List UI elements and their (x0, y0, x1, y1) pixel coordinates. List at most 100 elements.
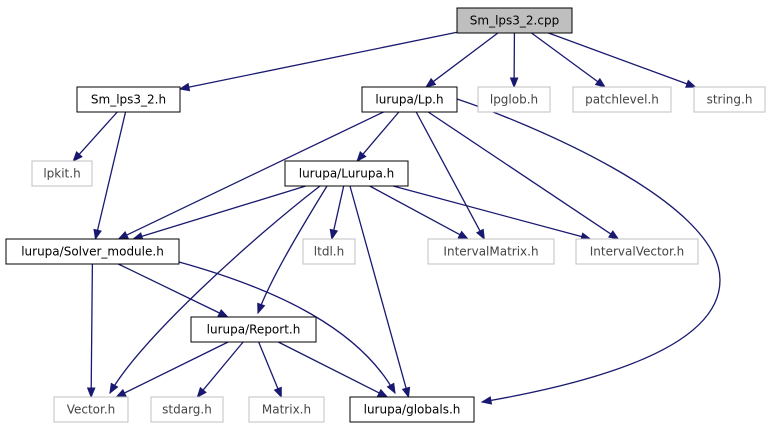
node-box (76, 86, 181, 113)
node-label: patchlevel.h (585, 93, 659, 107)
edge-report-to-globals (277, 341, 389, 398)
edge-lurupa-to-imatrix (369, 185, 470, 240)
node-box (693, 86, 766, 113)
edge-solver-to-vector (86, 263, 96, 399)
edge-line (257, 185, 328, 314)
edge-line (125, 111, 384, 237)
edge-report-to-matrix (258, 341, 282, 399)
node-lurupa[interactable]: lurupa/Lurupa.h (284, 160, 409, 187)
node-imatrix: IntervalMatrix.h (427, 238, 555, 265)
arrowhead-icon (475, 228, 485, 241)
node-label: lurupa/globals.h (364, 403, 461, 417)
node-box (361, 86, 458, 113)
arrowhead-icon (356, 150, 367, 163)
edge-line (90, 263, 94, 390)
arrowhead-icon (257, 302, 266, 315)
node-lpglob: lpglob.h (477, 86, 551, 113)
edge-sm_h-to-solver (93, 111, 127, 241)
node-report[interactable]: lurupa/Report.h (190, 316, 317, 343)
node-label: Vector.h (67, 403, 116, 417)
edge-lurupa-to-vector (109, 185, 321, 395)
node-ivector: IntervalVector.h (575, 238, 699, 265)
edge-lurupa-to-report (257, 185, 328, 315)
edge-line (78, 111, 118, 156)
edge-lurupa-to-ltdl (329, 185, 345, 241)
node-label: stdarg.h (162, 403, 212, 417)
node-box (477, 86, 551, 113)
node-globals[interactable]: lurupa/globals.h (349, 396, 475, 423)
arrowhead-icon (115, 388, 127, 398)
arrowhead-icon (425, 77, 437, 88)
node-box (284, 160, 409, 187)
node-label: lurupa/Report.h (207, 323, 301, 337)
edge-lp_h-to-ivector (427, 111, 620, 240)
edge-line (361, 111, 400, 156)
node-solver[interactable]: lurupa/Solver_module.h (5, 238, 180, 265)
edge-root-to-patchlevel (531, 32, 607, 88)
edge-line (369, 185, 462, 236)
node-box (248, 396, 325, 423)
arrowhead-icon (401, 386, 411, 399)
arrowhead-icon (685, 79, 697, 88)
arrowhead-icon (457, 230, 470, 240)
edge-report-to-stdarg (196, 341, 244, 399)
node-box (31, 160, 93, 187)
node-box (5, 238, 180, 265)
edge-line (202, 341, 244, 392)
node-box (427, 238, 555, 265)
arrowhead-icon (376, 388, 389, 398)
edges-layer (72, 31, 721, 405)
node-label: Matrix.h (262, 403, 311, 417)
edge-line (392, 185, 583, 238)
edge-line (548, 32, 689, 85)
arrowhead-icon (86, 387, 96, 399)
node-label: string.h (707, 93, 753, 107)
arrowhead-icon (607, 230, 620, 240)
arrowhead-icon (480, 396, 493, 405)
edge-line (332, 185, 345, 232)
edge-line (456, 98, 721, 403)
arrowhead-icon (196, 386, 207, 399)
node-box (349, 396, 475, 423)
node-lp_h[interactable]: lurupa/Lp.h (361, 86, 458, 113)
arrowhead-icon (93, 228, 102, 241)
edge-solver-to-globals (178, 261, 396, 395)
edge-line (531, 32, 599, 83)
arrowhead-icon (273, 386, 282, 399)
node-root[interactable]: Sm_lps3_2.cpp (456, 7, 573, 34)
arrowhead-icon (117, 230, 130, 240)
arrowhead-icon (72, 151, 83, 163)
edge-line (258, 341, 279, 390)
node-ltdl: ltdl.h (302, 238, 356, 265)
arrowhead-icon (386, 382, 396, 395)
node-box (53, 396, 129, 423)
node-stdarg: stdarg.h (150, 396, 224, 423)
node-vector: Vector.h (53, 396, 129, 423)
edge-line (349, 185, 408, 390)
node-label: Sm_lps3_2.cpp (470, 14, 559, 28)
node-label: ltdl.h (314, 245, 344, 259)
arrowhead-icon (109, 382, 119, 395)
edge-report-to-vector (115, 341, 229, 398)
arrowhead-icon (509, 77, 519, 89)
edge-line (178, 261, 396, 394)
node-label: lurupa/Lp.h (375, 93, 443, 107)
node-label: lurupa/Solver_module.h (21, 245, 164, 259)
edge-line (96, 111, 127, 232)
arrowhead-icon (178, 82, 191, 92)
node-label: lpglob.h (490, 93, 538, 107)
edge-root-to-string (548, 32, 697, 88)
edge-lp_h-to-imatrix (415, 111, 485, 241)
edge-root-to-lpglob (509, 32, 519, 89)
edge-line (123, 341, 229, 395)
node-sm_h[interactable]: Sm_lps3_2.h (76, 86, 181, 113)
arrowhead-icon (217, 308, 229, 318)
node-label: lurupa/Lurupa.h (299, 167, 395, 181)
node-box (190, 316, 317, 343)
node-box (302, 238, 356, 265)
node-label: Sm_lps3_2.h (91, 93, 166, 107)
edge-line (415, 111, 482, 233)
edge-line (277, 341, 381, 394)
node-label: IntervalMatrix.h (443, 245, 538, 259)
